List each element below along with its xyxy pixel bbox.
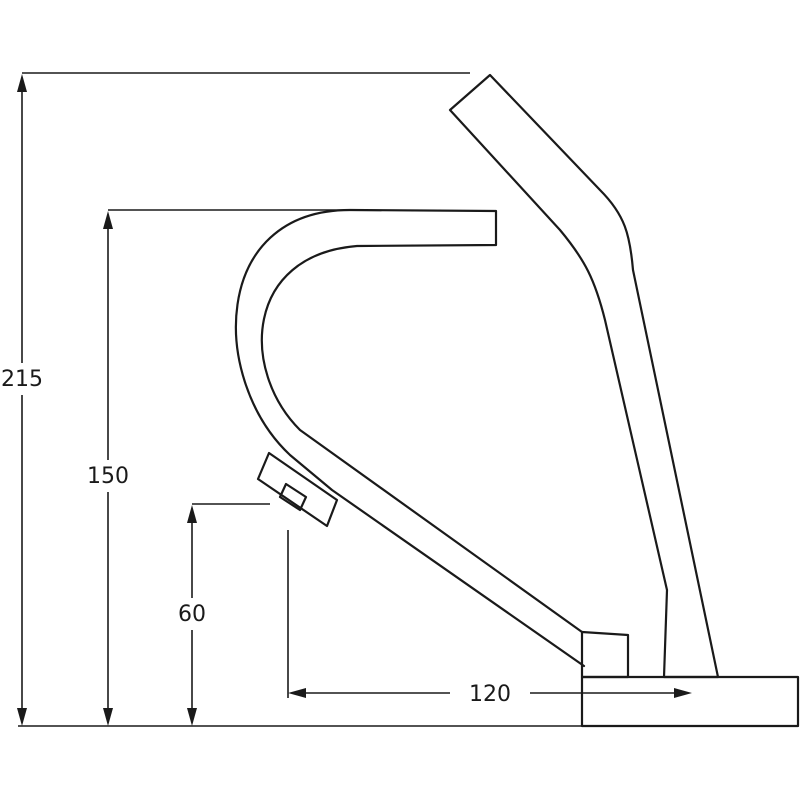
dim-120-label: 120 xyxy=(469,682,511,707)
faucet-spout xyxy=(234,208,586,668)
faucet-base-plate xyxy=(580,675,800,728)
spout-connector-block xyxy=(580,630,630,679)
dim-60-label: 60 xyxy=(178,602,206,627)
dim-120-right-arrow xyxy=(674,688,692,698)
dim-60-top-arrow xyxy=(187,505,197,523)
dim-150-bottom-arrow xyxy=(103,708,113,726)
dim-215-top-arrow xyxy=(17,74,27,92)
dim-215-bottom-arrow xyxy=(17,708,27,726)
aerator-tip xyxy=(278,482,308,512)
dim-150-top-arrow xyxy=(103,211,113,229)
dim-150-label: 150 xyxy=(87,464,129,489)
lever-handle xyxy=(448,73,720,679)
dim-215-label: 215 xyxy=(1,367,43,392)
aerator-nozzle xyxy=(256,451,339,528)
dim-60-bottom-arrow xyxy=(187,708,197,726)
dim-120-left-arrow xyxy=(288,688,306,698)
